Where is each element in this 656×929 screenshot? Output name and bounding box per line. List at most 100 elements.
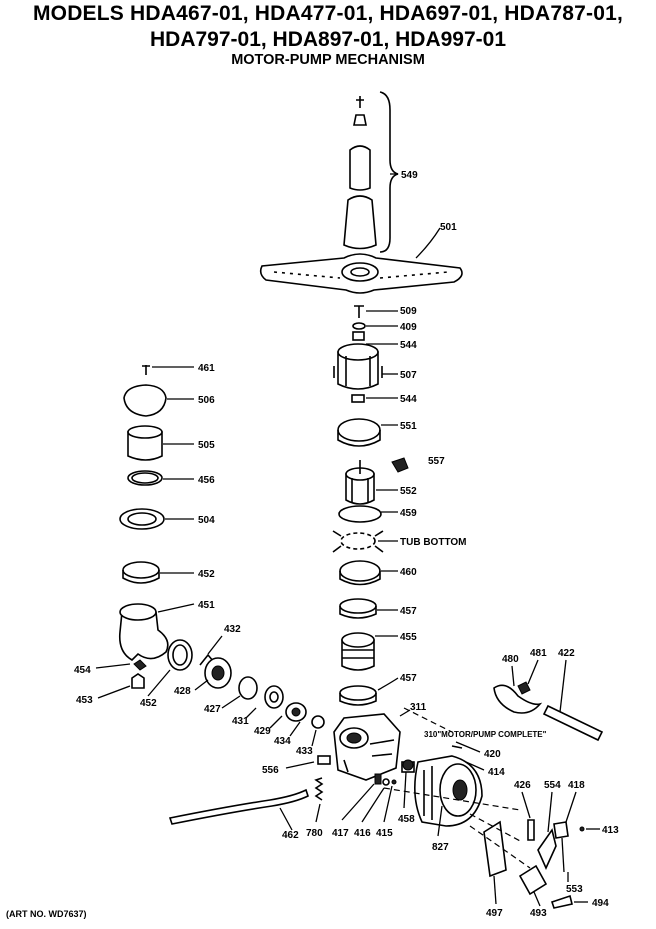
part-494-lever [550,894,573,909]
label-556: 556 [262,765,279,776]
label-507: 507 [400,370,417,381]
label-tub-bottom: TUB BOTTOM [400,537,466,548]
part-497-bracket [483,820,507,878]
part-462-drain-hose [168,788,309,825]
part-493-mount [518,864,548,896]
part-429-hub [264,685,284,709]
label-426: 426 [514,780,531,791]
art-number: (ART NO. WD7637) [6,909,87,919]
part-454-clip [133,659,147,671]
part-457-clamp-lower [339,685,377,706]
part-509-screw [354,305,364,318]
part-549-spray-tube [343,91,399,253]
part-426-pin [527,819,535,841]
part-505-body [127,425,163,461]
label-509: 509 [400,306,417,317]
part-553-rod [561,837,565,873]
part-451-elbow [118,603,169,661]
label-504: 504 [198,515,215,526]
part-416-washer [382,778,390,786]
part-504-seal [119,508,165,530]
part-417-screw [374,773,382,785]
label-452-lower: 452 [140,698,157,709]
part-507-manifold [333,343,383,390]
label-505: 505 [198,440,215,451]
label-432: 432 [224,624,241,635]
part-460-ring [339,560,381,586]
part-506-cap [123,384,167,417]
label-431: 431 [232,716,249,727]
label-414: 414 [488,767,505,778]
label-553: 553 [566,884,583,895]
label-433: 433 [296,746,313,757]
label-493: 493 [530,908,547,919]
part-452-clamp-lower [167,639,193,671]
title-models-line2: HDA797-01, HDA897-01, HDA997-01 [150,28,506,51]
part-453-fitting [131,673,145,689]
label-827: 827 [432,842,449,853]
part-456-inner [131,472,159,484]
part-311-pump-housing [333,713,401,781]
label-480: 480 [502,654,519,665]
label-417: 417 [332,828,349,839]
label-416: 416 [354,828,371,839]
part-459-gasket [338,505,382,523]
label-310-motor-pump-complete: 310"MOTOR/PUMP COMPLETE" [424,730,547,739]
part-434-disc [285,702,307,722]
part-409-washer [352,322,366,330]
label-413: 413 [602,825,619,836]
part-413-screw [579,826,585,832]
title-mechanism: MOTOR-PUMP MECHANISM [231,52,425,68]
part-418-cam [553,821,569,839]
label-481: 481 [530,648,547,659]
label-420: 420 [484,749,501,760]
label-422: 422 [558,648,575,659]
part-415-nut [391,779,397,785]
label-429: 429 [254,726,271,737]
label-462: 462 [282,830,299,841]
label-780: 780 [306,828,323,839]
label-428: 428 [174,686,191,697]
label-551: 551 [400,421,417,432]
label-409: 409 [400,322,417,333]
leader-lines [95,173,600,907]
label-452-upper: 452 [198,569,215,580]
part-481-switch [517,681,531,695]
label-455: 455 [400,632,417,643]
part-554-bracket [537,828,557,870]
part-780-spring [314,777,324,801]
label-451: 451 [198,600,215,611]
label-497: 497 [486,908,503,919]
label-544-lower: 544 [400,394,417,405]
part-428-impeller [204,657,232,689]
label-461: 461 [198,363,215,374]
label-427: 427 [204,704,221,715]
part-433-nut [311,715,325,729]
part-457-clamp-upper [339,598,377,619]
label-457-lower: 457 [400,673,417,684]
part-551-ring [337,418,381,447]
label-457-upper: 457 [400,606,417,617]
label-460: 460 [400,567,417,578]
label-494: 494 [592,898,609,909]
part-427-seal [238,676,258,700]
label-311: 311 [410,702,427,713]
part-456-ring [127,470,163,486]
part-420-pin [451,745,463,749]
label-459: 459 [400,508,417,519]
title-models-line1: MODELS HDA467-01, HDA477-01, HDA697-01, … [32,2,624,25]
label-453: 453 [76,695,93,706]
part-461-screw [142,365,150,375]
label-506: 506 [198,395,215,406]
label-415: 415 [376,828,393,839]
part-458-grommet [402,759,414,771]
label-552: 552 [400,486,417,497]
label-554: 554 [544,780,561,791]
part-556-plug [317,755,331,765]
label-544-upper: 544 [400,340,417,351]
part-452-clamp [122,561,160,584]
label-418: 418 [568,780,585,791]
part-501-spray-arm [259,253,463,294]
part-544-bearing-lower [351,394,365,403]
